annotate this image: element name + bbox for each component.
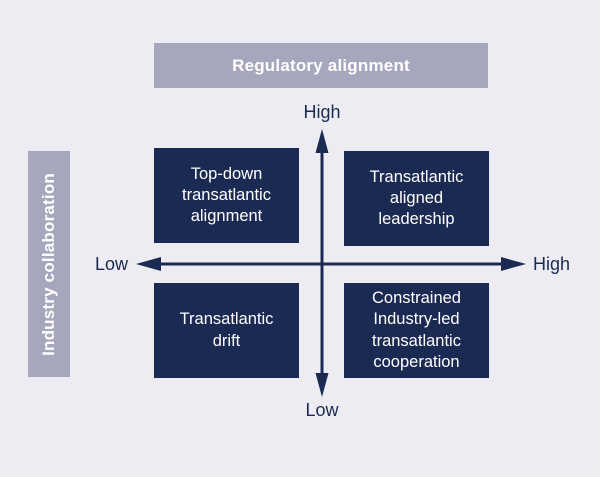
y-axis-title: Industry collaboration: [39, 172, 58, 356]
horizontal-axis-high-label: High: [533, 254, 571, 274]
vertical-axis-high-label: High: [303, 102, 341, 122]
x-axis-title-bar: Regulatory alignment: [154, 43, 488, 88]
arrow-up-icon: [315, 129, 329, 153]
horizontal-axis-low-label: Low: [94, 254, 128, 274]
vertical-axis-low-label: Low: [305, 400, 339, 420]
y-axis-title-bar: Industry collaboration: [28, 151, 70, 377]
quadrant-top-right: Transatlantic aligned leadership: [344, 151, 489, 246]
arrow-left-icon: [136, 257, 161, 271]
quadrant-bottom-left: Transatlantic drift: [154, 283, 299, 378]
quadrant-bottom-right: Constrained Industry-led transatlantic c…: [344, 283, 489, 378]
arrow-right-icon: [501, 257, 526, 271]
arrow-down-icon: [315, 373, 329, 397]
x-axis-title: Regulatory alignment: [232, 55, 410, 75]
quadrant-top-left: Top-down transatlantic alignment: [154, 148, 299, 243]
